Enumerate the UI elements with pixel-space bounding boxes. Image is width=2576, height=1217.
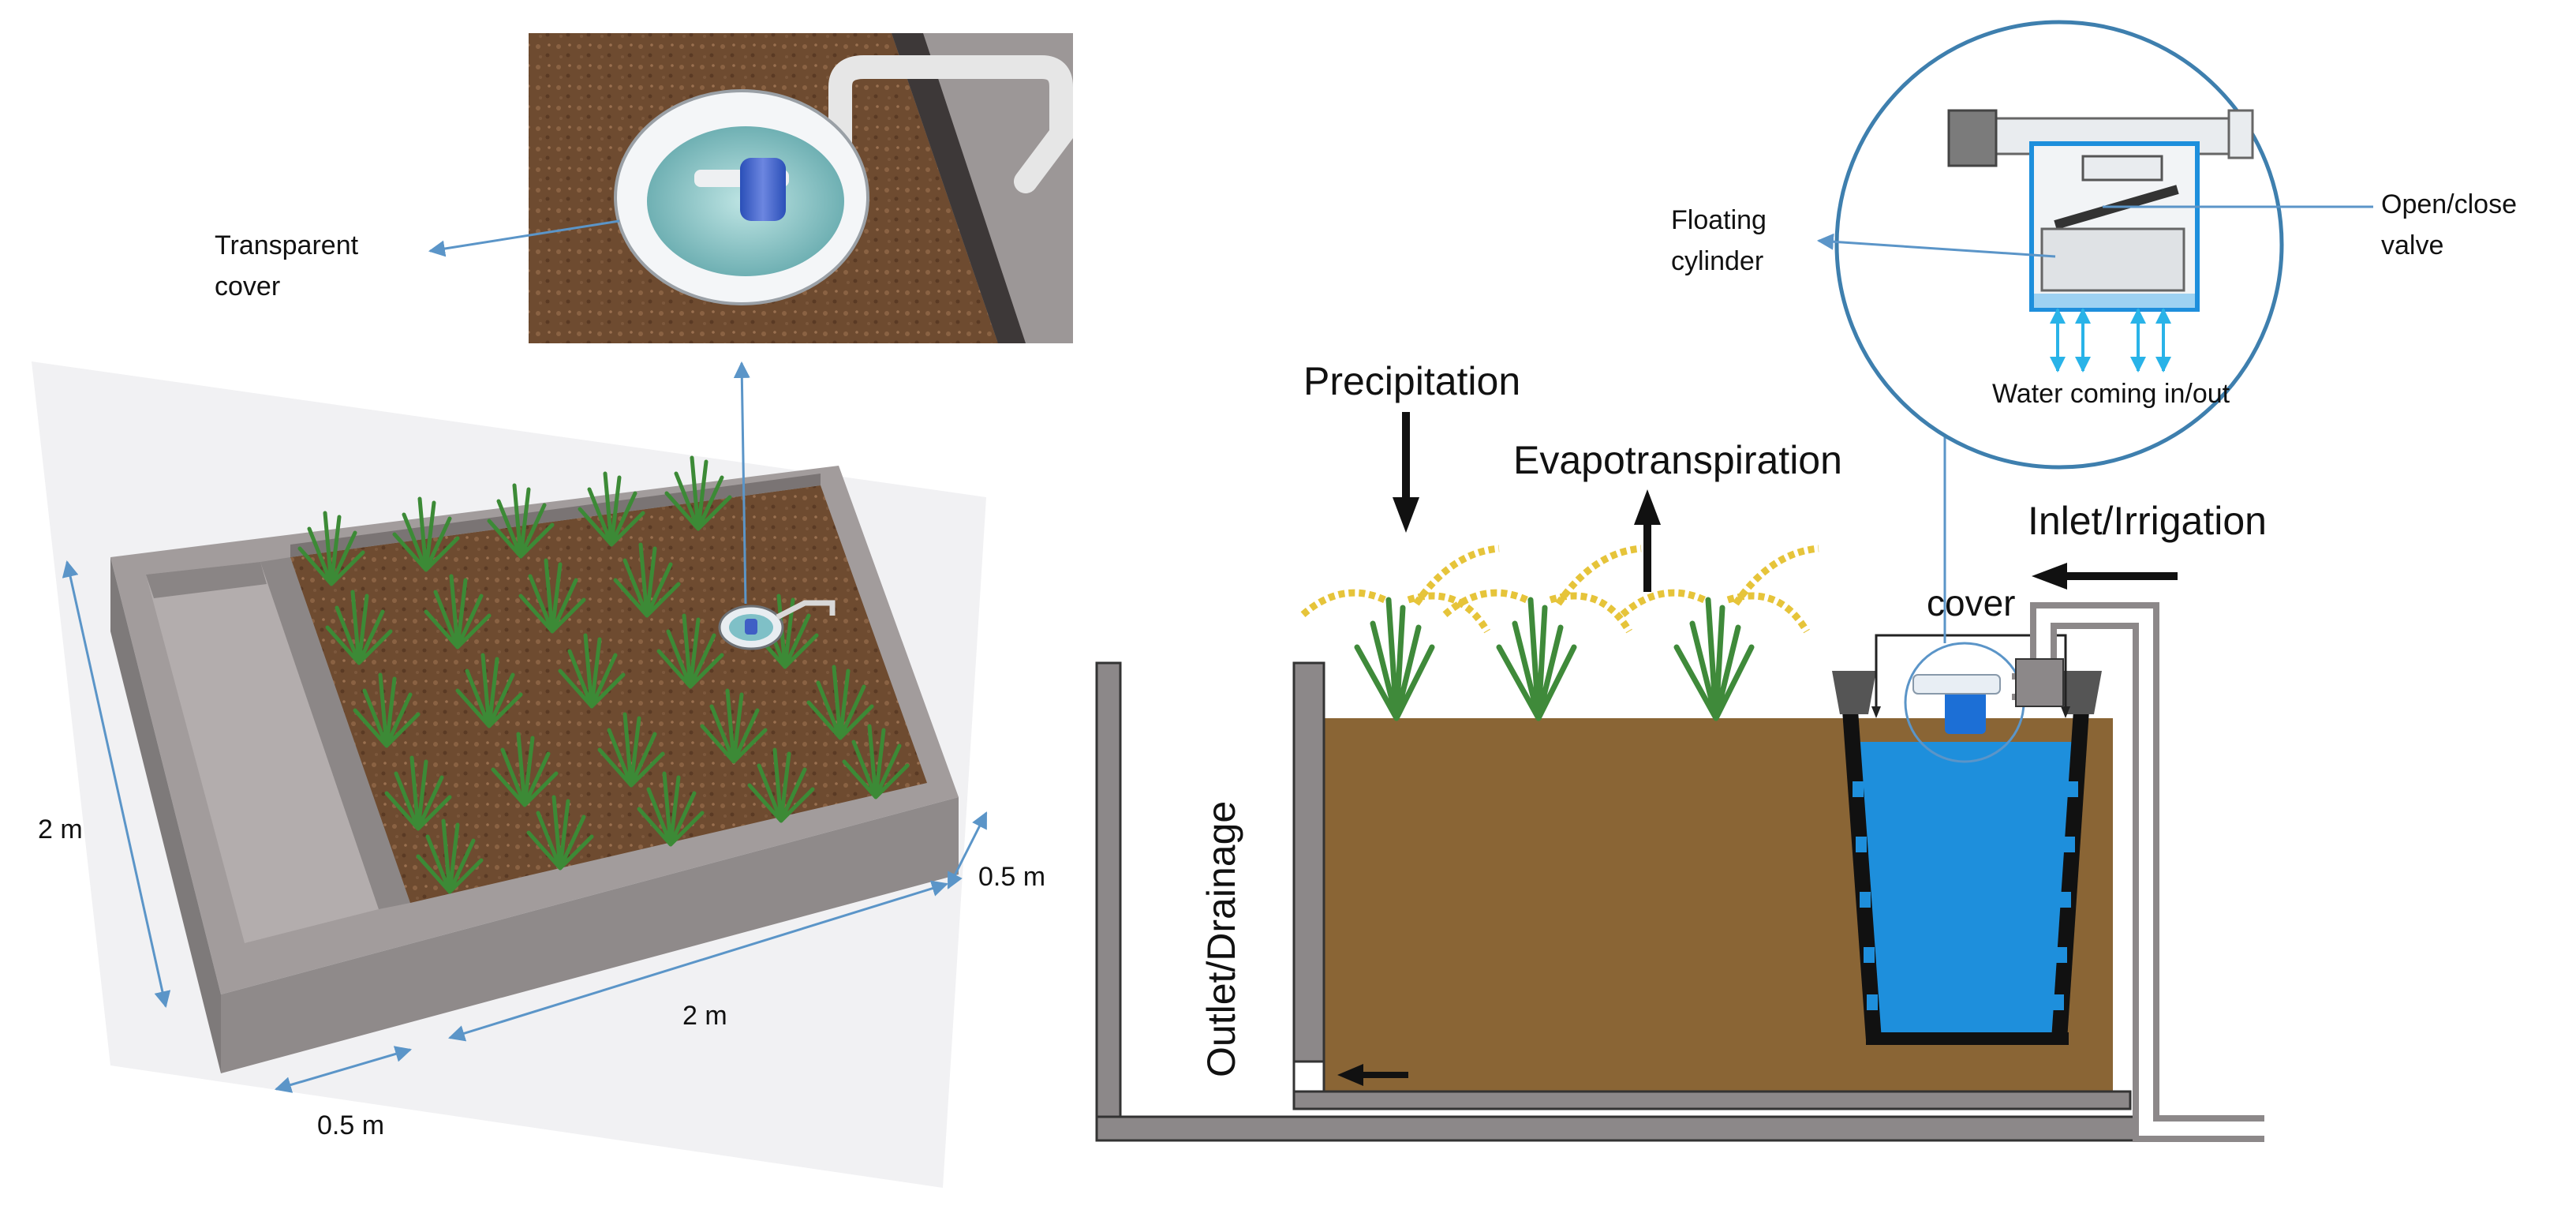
label-inlet: Inlet/Irrigation (2028, 499, 2267, 543)
plant (384, 755, 452, 831)
plant (637, 771, 705, 847)
plant (455, 653, 523, 728)
divider-wall (260, 557, 410, 909)
label-open-close-valve: Open/close valve (2381, 189, 2524, 260)
inlet-valve-body (2015, 658, 2064, 707)
plant (297, 511, 365, 586)
cross-section: cover (1095, 359, 2267, 1142)
plant (656, 613, 724, 689)
rice-plant-3 (1618, 545, 1819, 721)
label-outlet: Outlet/Drainage (1199, 801, 1243, 1077)
dim-label-height: 2 m (38, 814, 83, 844)
rice-plant-1 (1299, 545, 1500, 721)
precipitation-arrow (1393, 412, 1419, 533)
inner-bottom (1292, 1090, 2132, 1110)
dim-label-width-bottom: 0.5 m (317, 1110, 384, 1140)
plant (392, 496, 460, 572)
rice-plants-section (1299, 545, 1819, 721)
drain-compartment-floor (146, 562, 379, 943)
detail-water-line (2034, 294, 2195, 308)
dim-label-length: 2 m (682, 1001, 727, 1031)
label-transparent-cover: Transparent cover (215, 230, 366, 301)
plant (325, 590, 393, 665)
detail-pipe-end (1947, 109, 1998, 167)
bucket-water (1854, 742, 2075, 1038)
cover-bracket-tip-left (1871, 706, 1881, 718)
bucket-bottom (1866, 1032, 2069, 1045)
outlet-arrow (1337, 1064, 1408, 1086)
dim-line-height (62, 560, 171, 1009)
plant (424, 574, 492, 650)
plant (806, 665, 874, 740)
cover-bracket (1875, 634, 2067, 710)
sensor-bucket-3d (718, 600, 836, 650)
inner-left-wall (1292, 661, 1325, 1063)
lysimeter-3d-view: 2 m 2 m 0.5 m 0.5 m (32, 361, 1045, 1188)
plant (558, 633, 626, 709)
dim-label-width-right: 0.5 m (978, 862, 1045, 892)
leader-floating-cylinder (1816, 233, 2056, 258)
dim-line-width-bottom (274, 1046, 413, 1093)
bucket-rim-right (2058, 671, 2102, 714)
outer-bottom (1095, 1115, 2159, 1142)
plant (416, 818, 484, 894)
section-float-arm (1912, 674, 2001, 695)
detail-float-cylinder (2040, 227, 2185, 292)
plant (578, 471, 645, 547)
label-evapotranspiration: Evapotranspiration (1513, 438, 1842, 482)
cover-bracket-tip-right (2061, 706, 2070, 718)
leader-transparent-cover (428, 219, 620, 257)
plant (491, 732, 559, 807)
evapotranspiration-arrow (1634, 489, 1661, 592)
plant (487, 483, 555, 559)
label-cover: cover (1927, 582, 2015, 623)
bucket-perforations (1853, 781, 2078, 1010)
rice-plants-3d (297, 455, 910, 894)
dim-line-width-right (947, 811, 988, 889)
plant (518, 558, 586, 634)
detail-valve-housing (2081, 155, 2163, 182)
rice-plant-2 (1441, 545, 1642, 721)
bucket-rim-left (1832, 671, 1876, 714)
label-precipitation: Precipitation (1303, 359, 1520, 403)
closeup-float-cylinder (740, 158, 786, 221)
leader-closeup-to-bucket (733, 361, 750, 605)
plant (664, 455, 732, 531)
plant (747, 747, 815, 823)
plant (597, 712, 665, 788)
label-water-in-out: Water coming in/out (1992, 379, 2230, 409)
closeup-pipe (828, 55, 1073, 193)
plant (700, 688, 768, 764)
plant (613, 542, 681, 618)
plant (353, 672, 421, 748)
drain-compartment-inner-wall (146, 562, 267, 598)
label-floating-cylinder: Floating cylinder (1671, 205, 1774, 276)
valve-detail: Water coming in/out Floating cylinder Op… (1671, 20, 2524, 470)
closeup-wall-shade (892, 33, 1026, 343)
section-float-cylinder (1945, 687, 1986, 734)
plant (842, 724, 910, 799)
detail-water-arrows (2050, 308, 2171, 373)
outlet-gap (1292, 1060, 1325, 1093)
bucket-closeup: Transparent cover (215, 33, 1073, 605)
plant (526, 795, 594, 871)
inlet-arrow (2032, 563, 2178, 590)
outer-left-wall (1095, 661, 1122, 1142)
detail-pipe-cap (2227, 109, 2254, 159)
dim-line-length (447, 880, 949, 1042)
